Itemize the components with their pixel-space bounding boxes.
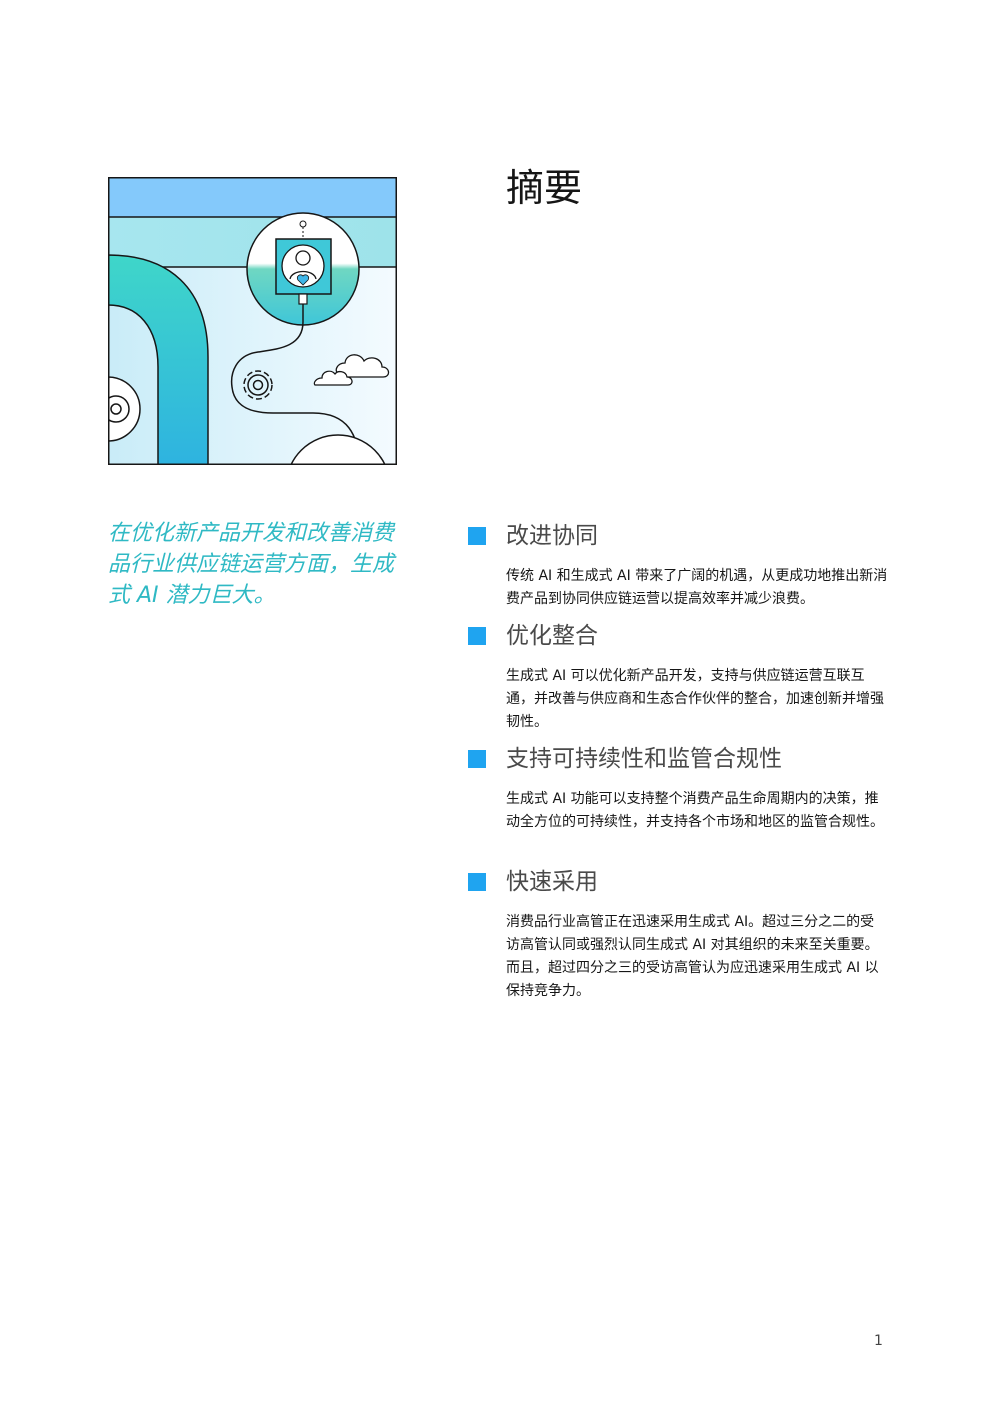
cover-illustration <box>108 177 397 465</box>
section-title: 改进协同 <box>506 523 598 549</box>
bullet-square-icon <box>468 873 486 891</box>
section-title: 快速采用 <box>506 869 598 895</box>
callout-quote: 在优化新产品开发和改善消费品行业供应链运营方面，生成式 AI 潜力巨大。 <box>108 521 395 608</box>
section-title: 支持可持续性和监管合规性 <box>506 746 782 772</box>
section-improve-collaboration: 改进协同 传统 AI 和生成式 AI 带来了广阔的机遇，从更成功地推出新消费产品… <box>468 521 888 611</box>
gear-icon-center <box>243 370 273 400</box>
section-title: 优化整合 <box>506 623 598 649</box>
section-body: 消费品行业高管正在迅速采用生成式 AI。超过三分之二的受访高管认同或强烈认同生成… <box>506 914 879 999</box>
section-rapid-adoption: 快速采用 消费品行业高管正在迅速采用生成式 AI。超过三分之二的受访高管认同或强… <box>468 867 888 1003</box>
page-number: 1 <box>874 1333 883 1349</box>
gear-icon-left <box>108 395 130 423</box>
section-body: 传统 AI 和生成式 AI 带来了广阔的机遇，从更成功地推出新消费产品到协同供应… <box>506 568 888 607</box>
bullet-square-icon <box>468 627 486 645</box>
section-optimize-integration: 优化整合 生成式 AI 可以优化新产品开发，支持与供应链运营互联互通，并改善与供… <box>468 621 888 734</box>
bullet-square-icon <box>468 527 486 545</box>
page-title: 摘要 <box>506 166 583 210</box>
cloud-icon <box>313 354 390 386</box>
section-sustainability-compliance: 支持可持续性和监管合规性 生成式 AI 功能可以支持整个消费产品生命周期内的决策… <box>468 744 888 834</box>
section-body: 生成式 AI 可以优化新产品开发，支持与供应链运营互联互通，并改善与供应商和生态… <box>506 668 884 730</box>
bullet-square-icon <box>468 750 486 768</box>
section-body: 生成式 AI 功能可以支持整个消费产品生命周期内的决策，推动全方位的可持续性，并… <box>506 791 884 830</box>
